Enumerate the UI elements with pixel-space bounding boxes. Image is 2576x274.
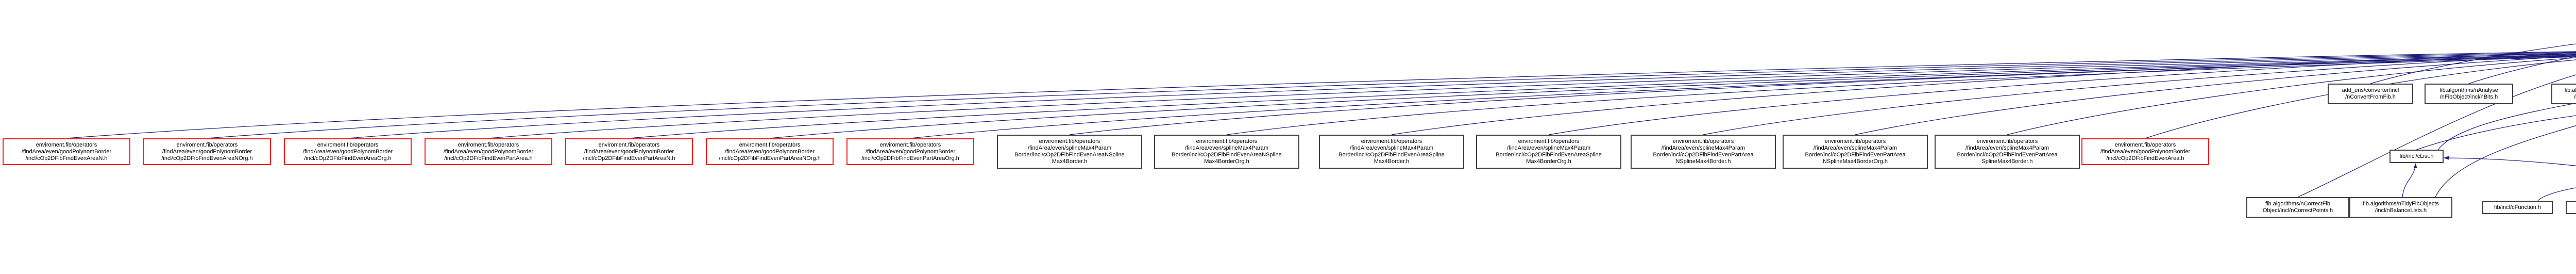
node-op-spline-part-n-m4[interactable]: enviroment.fib/operators /findArea/even/… bbox=[1631, 135, 1776, 169]
node-op-spline-area-m4-org[interactable]: enviroment.fib/operators /findArea/even/… bbox=[1476, 135, 1621, 169]
node-n-correct-points[interactable]: fib.algorithms/nCorrectFib Object/incl/n… bbox=[2246, 197, 2349, 218]
node-op-spline-area-n-m4-org[interactable]: enviroment.fib/operators /findArea/even/… bbox=[1154, 135, 1299, 169]
node-op-spline-part-m4[interactable]: enviroment.fib/operators /findArea/even/… bbox=[1935, 135, 2080, 169]
edge-c-list--c-fib-branch bbox=[2416, 115, 2576, 150]
edge-op-spline-part-n-m4--c-fib-element bbox=[1703, 54, 2576, 135]
edge-n-correct-points--c-fib-element bbox=[2297, 74, 2576, 198]
node-c-function[interactable]: fib/incl/cFunction.h bbox=[2482, 201, 2553, 214]
edge-n-bits--c-domains bbox=[2468, 56, 2576, 84]
edge-op-even-part-area--c-fib-element bbox=[488, 53, 2576, 139]
node-c-list[interactable]: fib/incl/cList.h bbox=[2389, 150, 2444, 163]
node-op-spline-part-n-m4-org[interactable]: enviroment.fib/operators /findArea/even/… bbox=[1783, 135, 1928, 169]
node-n-d2[interactable]: fib.algorithms/nD2 /incl/nD2.h bbox=[2551, 84, 2576, 104]
node-c-area[interactable]: fib/incl/cArea.h bbox=[2566, 201, 2576, 214]
edge-op-spline-area-n-m4-org--c-fib-element bbox=[1226, 56, 2576, 135]
node-op-even-area-n-org[interactable]: enviroment.fib/operators /findArea/even/… bbox=[143, 138, 271, 165]
node-op-even-area[interactable]: enviroment.fib/operators /findArea/even/… bbox=[2081, 138, 2209, 165]
edge-op-spline-part-n-m4-org--c-fib-element bbox=[1855, 56, 2576, 135]
edge-op-even-area-n--c-fib-element bbox=[66, 51, 2576, 139]
node-op-even-part-area-org[interactable]: enviroment.fib/operators /findArea/even/… bbox=[846, 138, 974, 165]
node-op-even-part-area-n-org[interactable]: enviroment.fib/operators /findArea/even/… bbox=[706, 138, 834, 165]
edge-c-list--c-fib-element bbox=[2438, 103, 2576, 150]
edge-n-balance-lists--c-list bbox=[2402, 163, 2417, 198]
node-op-even-area-org[interactable]: enviroment.fib/operators /findArea/even/… bbox=[284, 138, 412, 165]
edge-op-spline-part-m4--c-fib-element bbox=[2007, 57, 2576, 135]
edge-op-spline-area-m4--c-fib-element bbox=[1391, 52, 2576, 135]
edge-n-convert-from-fib--c-domains bbox=[2370, 43, 2576, 84]
edge-c-evalue-under-objects--c-list bbox=[2444, 156, 2576, 166]
node-op-even-part-area-n[interactable]: enviroment.fib/operators /findArea/even/… bbox=[565, 138, 693, 165]
node-n-convert-from-fib[interactable]: add_ons/converter/incl /nConvertFromFib.… bbox=[2328, 84, 2413, 104]
node-n-balance-lists[interactable]: fib.algorithms/nTidyFibObjects /incl/nBa… bbox=[2349, 197, 2452, 218]
node-op-spline-area-m4[interactable]: enviroment.fib/operators /findArea/even/… bbox=[1319, 135, 1464, 169]
node-n-bits[interactable]: fib.algorithms/nAnalyse /nFibObject/incl… bbox=[2425, 84, 2513, 104]
node-op-even-area-n[interactable]: enviroment.fib/operators /findArea/even/… bbox=[3, 138, 130, 165]
edge-n-balance-lists--c-fib-element bbox=[2435, 125, 2576, 198]
edge-op-spline-area-n-m4--c-fib-element bbox=[1069, 56, 2576, 135]
node-op-spline-area-n-m4[interactable]: enviroment.fib/operators /findArea/even/… bbox=[997, 135, 1142, 169]
edge-op-even-area-n-org--c-fib-element bbox=[207, 52, 2576, 139]
node-op-even-part-area[interactable]: enviroment.fib/operators /findArea/even/… bbox=[425, 138, 552, 165]
edge-op-even-part-area-org--c-fib-element bbox=[910, 55, 2576, 139]
edge-c-function--c-fib-limb bbox=[2537, 187, 2576, 201]
edge-op-even-part-area-n--c-fib-element bbox=[629, 54, 2576, 139]
edge-op-even-area--c-fib-element bbox=[2145, 59, 2576, 139]
edge-op-spline-area-m4-org--c-fib-element bbox=[1548, 53, 2576, 135]
